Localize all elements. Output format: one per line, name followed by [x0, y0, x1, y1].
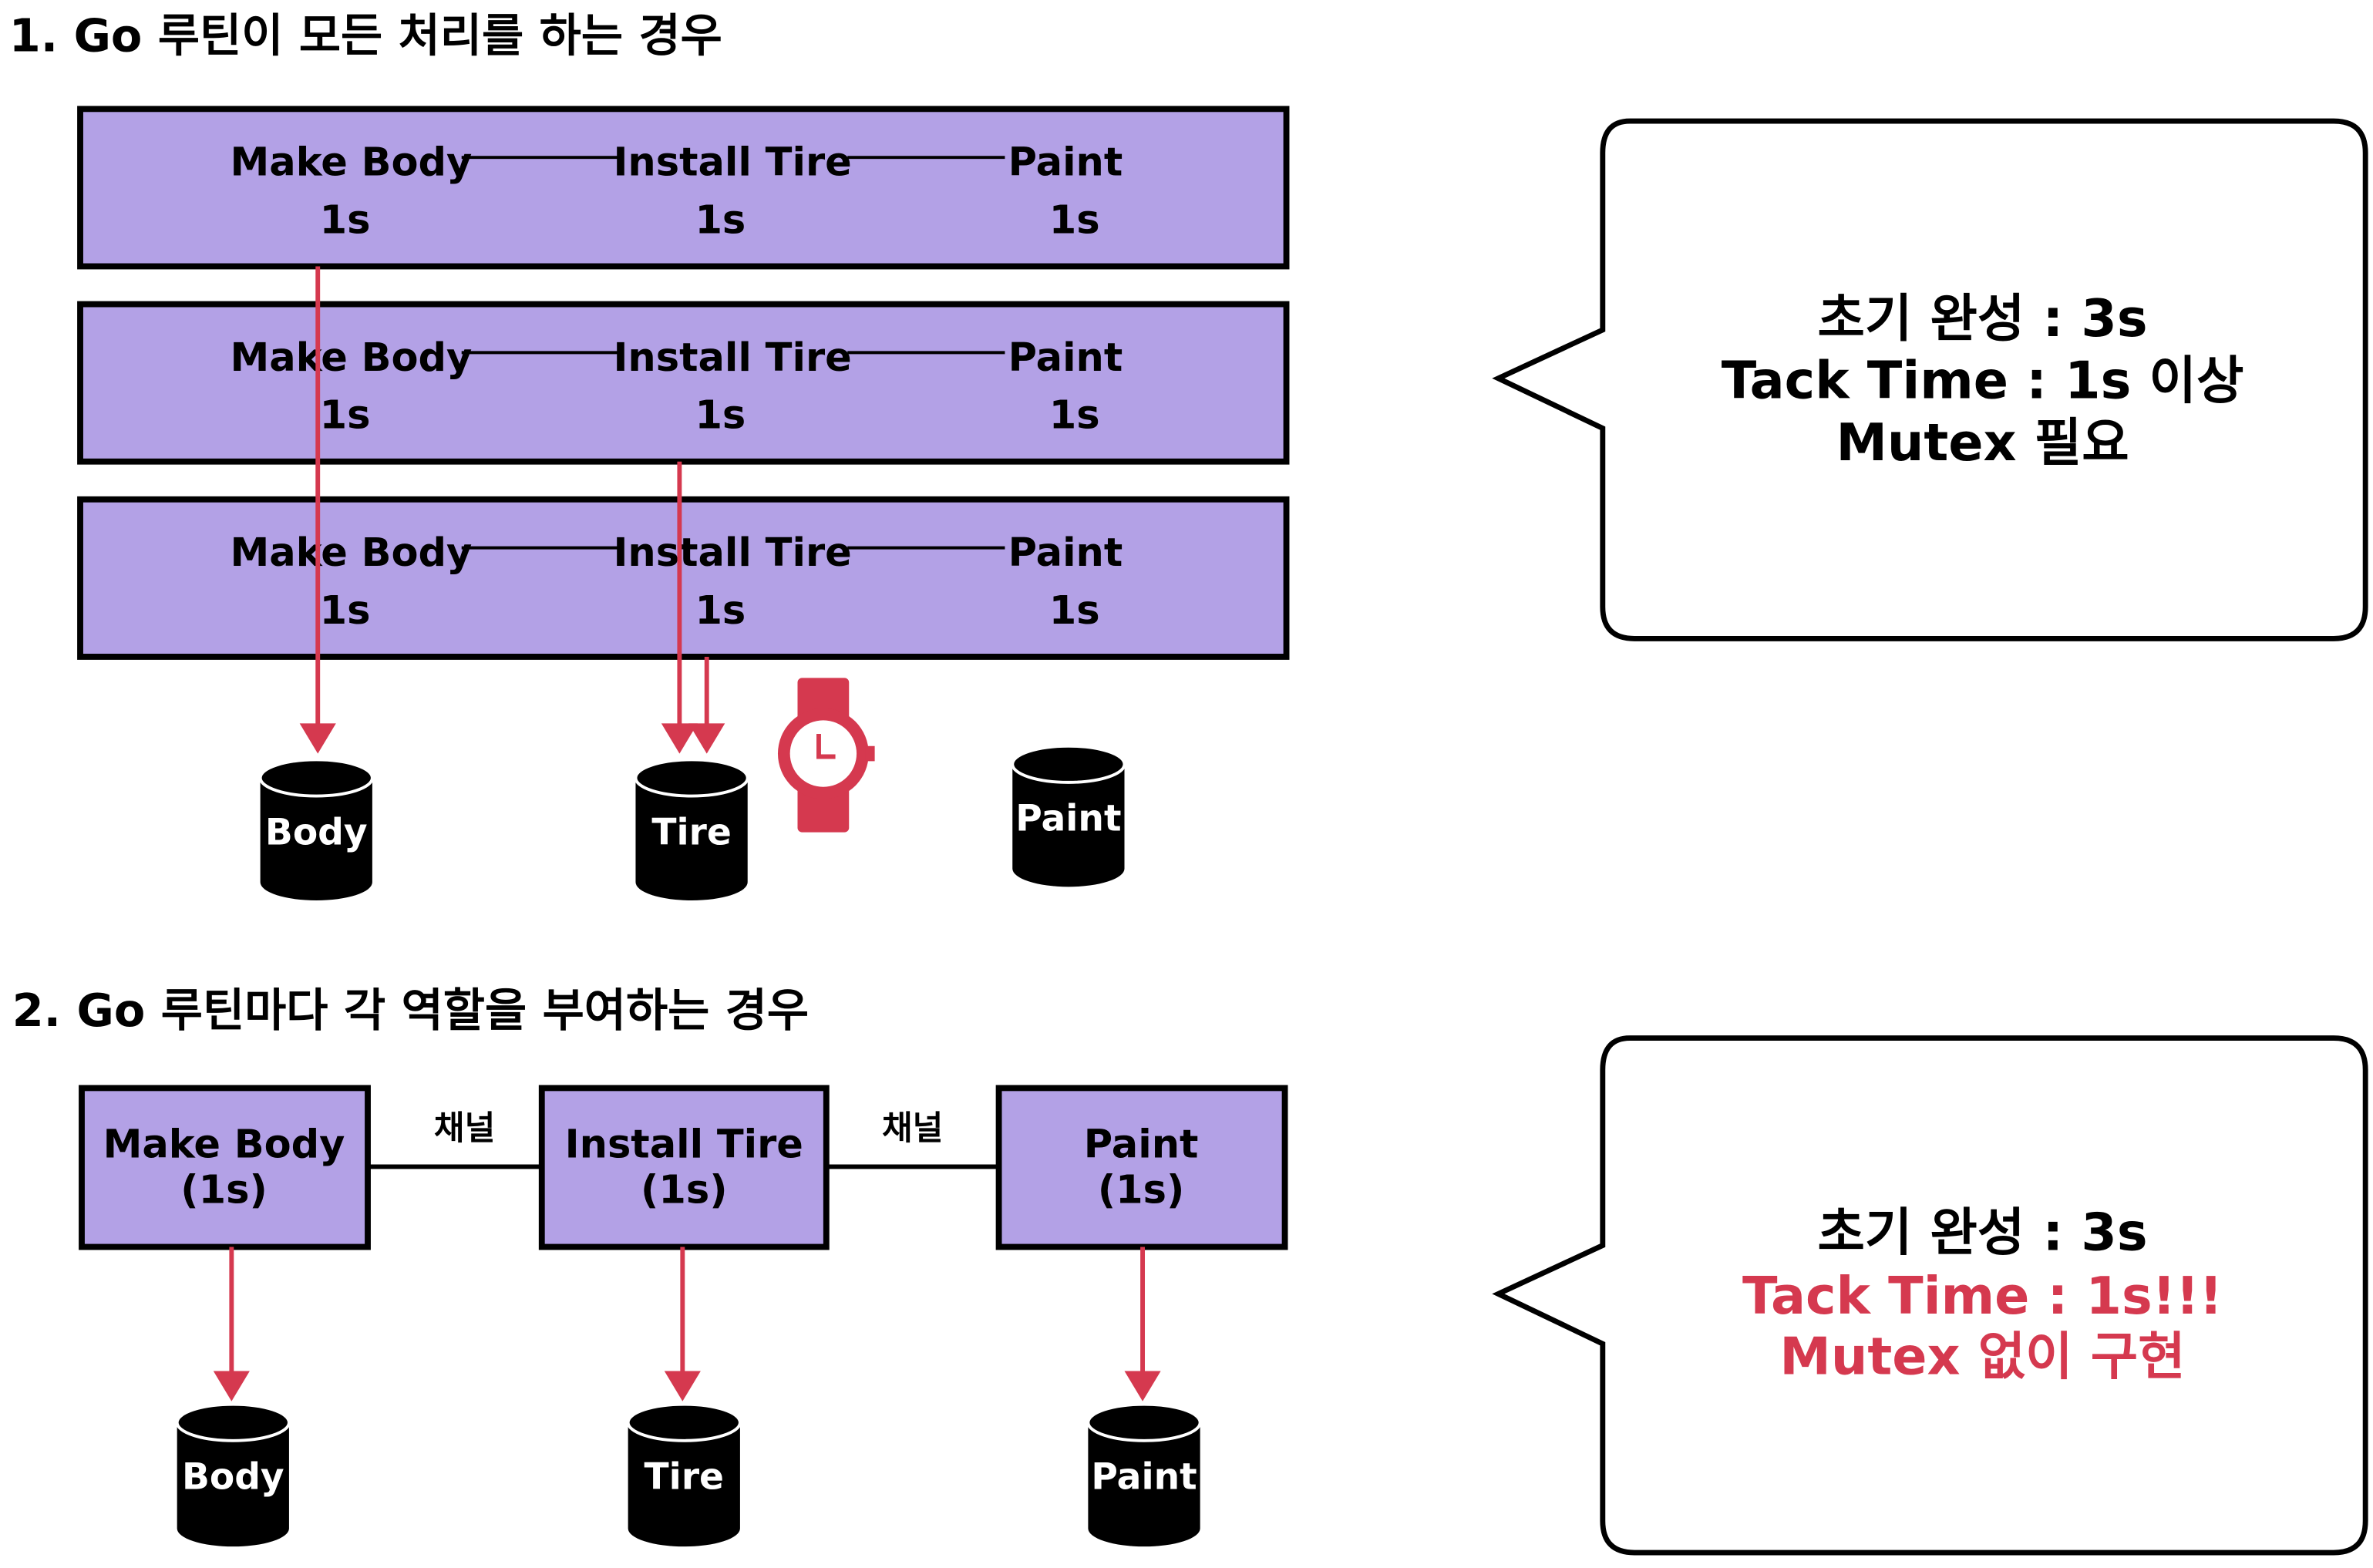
stage-duration: 1s — [1049, 393, 1100, 439]
stage-duration: 1s — [695, 588, 746, 634]
arrowhead-icon — [1124, 1371, 1161, 1401]
stage-paint: Paint — [1008, 335, 1123, 381]
stage-duration: (1s) — [1098, 1168, 1185, 1213]
callout-bubble-1: 초기 완성 : 3s Tack Time : 1s 이상 Mutex 필요 — [1492, 118, 2368, 641]
stage-duration: 1s — [320, 197, 371, 243]
stage-box-install-tire: Install Tire (1s) — [538, 1085, 830, 1250]
stage-make-body: Make Body — [231, 140, 473, 186]
stage-duration: 1s — [695, 197, 746, 243]
stage-paint: Paint — [1008, 140, 1123, 186]
stage-name: Make Body — [103, 1122, 345, 1168]
storage-body: Body — [175, 1402, 291, 1547]
stage-name: Install Tire — [565, 1122, 803, 1168]
storage-label: Tire — [645, 1456, 724, 1499]
section1-row-2: Make Body Install Tire Paint 1s 1s 1s — [77, 301, 1290, 465]
arrowhead-icon — [299, 723, 336, 754]
storage-label: Tire — [651, 811, 731, 853]
storage-paint: Paint — [1011, 744, 1126, 887]
storage-tire: Tire — [634, 758, 749, 900]
arrowhead-icon — [661, 723, 698, 754]
arrowhead-icon — [688, 723, 725, 754]
section1-row-3: Make Body Install Tire Paint 1s 1s 1s — [77, 496, 1290, 660]
arrowhead-icon — [664, 1371, 701, 1401]
stage-name: Paint — [1084, 1122, 1199, 1168]
row-box — [77, 301, 1290, 465]
stage-box-paint: Paint (1s) — [995, 1085, 1288, 1250]
stage-paint: Paint — [1008, 530, 1123, 576]
stage-make-body: Make Body — [231, 530, 473, 576]
callout-line-2: Tack Time : 1s 이상 — [1722, 350, 2244, 410]
stage-duration: (1s) — [180, 1168, 268, 1213]
callout-line-1: 초기 완성 : 3s — [1817, 1202, 2147, 1262]
callout-line-1: 초기 완성 : 3s — [1817, 288, 2147, 348]
stage-install-tire: Install Tire — [613, 530, 851, 576]
arrowhead-icon — [213, 1371, 250, 1401]
wristwatch-icon — [777, 678, 875, 833]
channel-label: 채널 — [434, 1109, 495, 1148]
storage-label: Body — [182, 1456, 284, 1499]
stage-install-tire: Install Tire — [613, 140, 851, 186]
stage-make-body: Make Body — [231, 335, 473, 381]
storage-paint: Paint — [1086, 1402, 1202, 1547]
storage-tire: Tire — [626, 1402, 742, 1547]
row-box — [77, 106, 1290, 270]
storage-body: Body — [258, 758, 374, 900]
storage-label: Body — [265, 811, 368, 853]
stage-duration: (1s) — [641, 1168, 728, 1213]
section1-row-1: Make Body Install Tire Paint 1s 1s 1s — [77, 106, 1290, 270]
stage-duration: 1s — [1049, 588, 1100, 634]
storage-label: Paint — [1015, 798, 1121, 840]
stage-duration: 1s — [320, 393, 371, 439]
stage-box-make-body: Make Body (1s) — [79, 1085, 371, 1250]
section2-heading: 2. Go 루틴마다 각 역할을 부여하는 경우 — [12, 984, 809, 1037]
stage-duration: 1s — [1049, 197, 1100, 243]
channel-label: 채널 — [882, 1109, 943, 1148]
storage-label: Paint — [1091, 1456, 1197, 1499]
section1-heading: 1. Go 루틴이 모든 처리를 하는 경우 — [9, 9, 722, 62]
callout-bubble-2: 초기 완성 : 3s Tack Time : 1s!!! Mutex 없이 구현 — [1492, 1035, 2368, 1556]
callout-line-3: Mutex 필요 — [1836, 412, 2129, 473]
callout-line-3: Mutex 없이 구현 — [1779, 1326, 2185, 1386]
stage-duration: 1s — [695, 393, 746, 439]
stage-install-tire: Install Tire — [613, 335, 851, 381]
callout-line-2: Tack Time : 1s!!! — [1742, 1266, 2223, 1326]
row-box — [77, 496, 1290, 660]
stage-duration: 1s — [320, 588, 371, 634]
